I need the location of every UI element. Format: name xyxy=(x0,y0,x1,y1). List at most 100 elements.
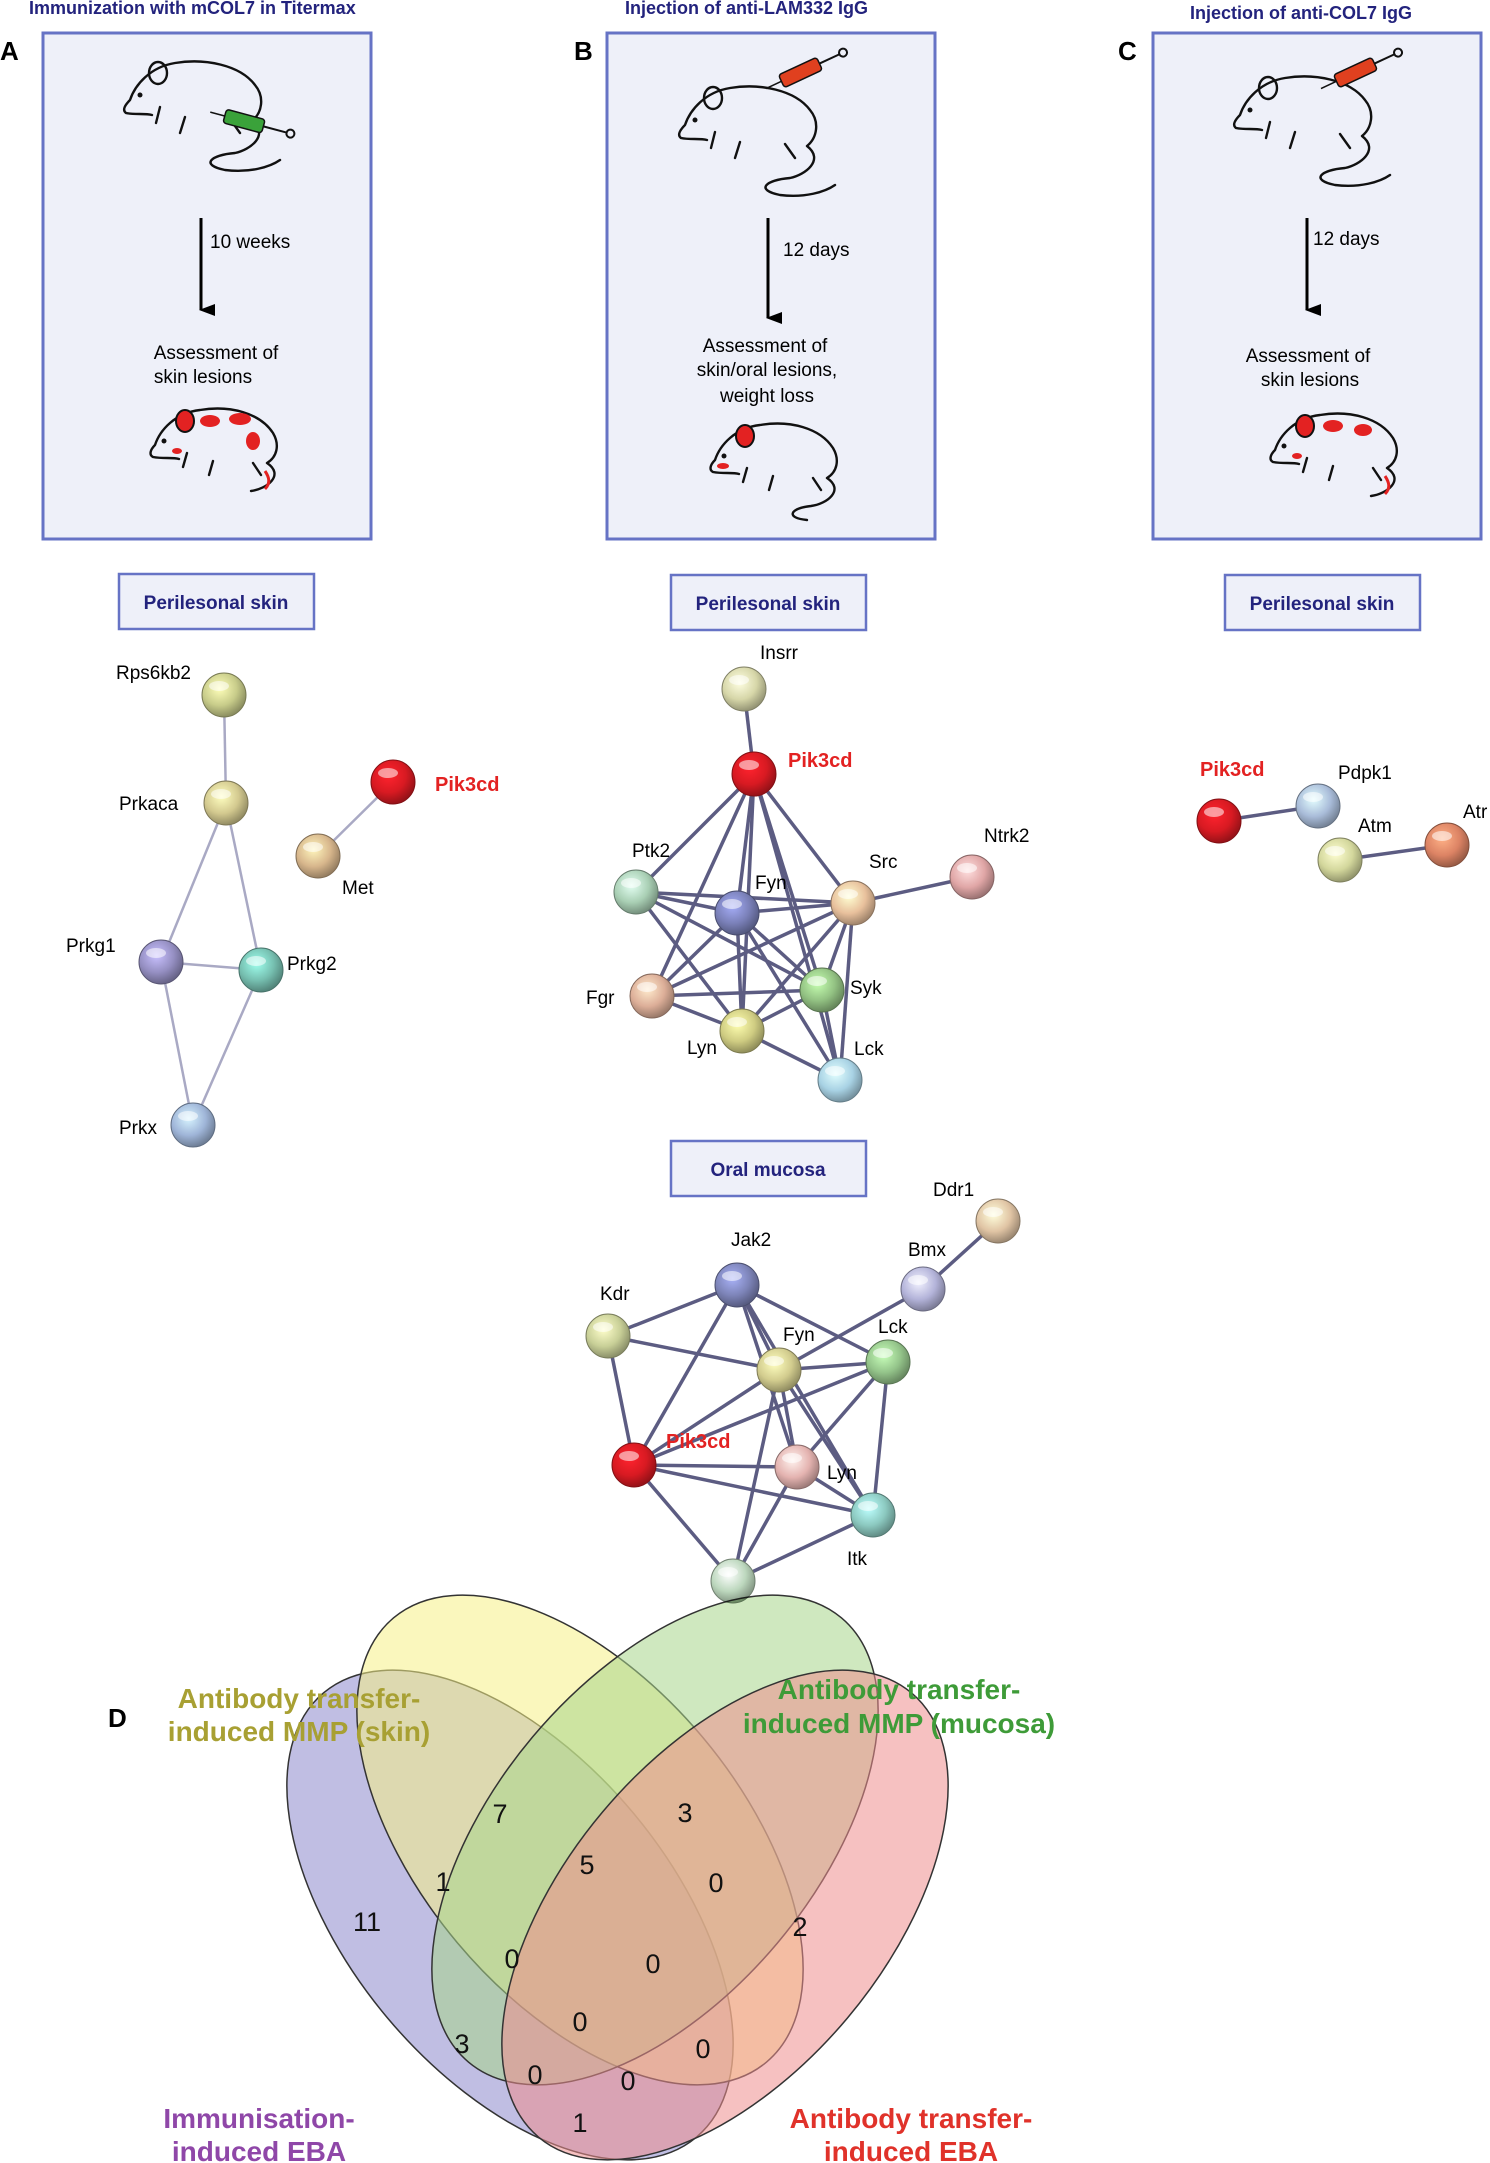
panel-b-letter: B xyxy=(574,36,593,66)
node-label-ddr1: Ddr1 xyxy=(933,1180,974,1201)
node-highlight xyxy=(1325,846,1345,856)
node-highlight xyxy=(739,760,759,770)
node-jak2 xyxy=(714,1262,760,1308)
venn-label-transfer-eba-line2: induced EBA xyxy=(824,2136,998,2163)
edge-Src-Fgr xyxy=(651,901,854,998)
venn-count-imm-skin-mucosa: 0 xyxy=(504,1944,519,1974)
node-prkx xyxy=(170,1102,216,1148)
node-highlight xyxy=(764,1356,784,1366)
node-label-kdr: Kdr xyxy=(600,1284,630,1305)
venn-label-mmp-skin-line2: induced MMP (skin) xyxy=(168,1716,430,1747)
mouse-lesions-icon xyxy=(709,422,839,522)
node-lck xyxy=(817,1057,863,1103)
edge-Prkg1-Prkx xyxy=(159,961,195,1126)
node-label-syk: Syk xyxy=(850,978,882,999)
venn-count-imm-transfer: 1 xyxy=(572,2108,587,2138)
panel-a-title: Immunization with mCOL7 in Titermax xyxy=(29,0,356,18)
panel-b-assessment-line3: weight loss xyxy=(719,386,814,407)
node-met xyxy=(295,833,341,879)
panel-b-assessment-line2: skin/oral lesions, xyxy=(697,360,837,381)
node-highlight xyxy=(729,675,749,685)
panel-b-title: Injection of anti-LAM332 IgG xyxy=(625,0,868,18)
node-ddr1 xyxy=(975,1198,1021,1244)
venn-count-imm-skin-transfer: 0 xyxy=(620,2066,635,2096)
mouse-syringe-icon xyxy=(1232,47,1404,187)
edge-Lck-Pik3cd xyxy=(633,1360,889,1467)
node-fyn xyxy=(756,1347,802,1393)
node-label-fyn: Fyn xyxy=(783,1325,815,1346)
node-highlight xyxy=(858,1501,878,1511)
venn-count-skin-transfer: 0 xyxy=(695,2034,710,2064)
panel-a-tissue-box xyxy=(117,572,316,631)
node-label-atr: Atr xyxy=(1463,802,1488,823)
node-highlight xyxy=(838,889,858,899)
node-pik3cd xyxy=(611,1442,657,1488)
edge-Fyn-Itk xyxy=(777,1369,875,1516)
venn-counts: 7 3 11 2 1 5 0 0 0 0 3 0 0 0 1 xyxy=(353,1798,808,2138)
mouse-lesions-icon xyxy=(1269,412,1399,498)
panel-a-assessment-line2: skin lesions xyxy=(154,367,252,388)
node-label-src: Src xyxy=(869,852,898,873)
venn-diagram xyxy=(286,1594,949,2161)
node-prkg1 xyxy=(138,939,184,985)
mouse-syringe-icon xyxy=(122,60,296,172)
node-label-jak2: Jak2 xyxy=(731,1230,771,1251)
panel-c-tissue-label: Perilesonal skin xyxy=(1250,594,1395,615)
edge-Jak2-Lck xyxy=(736,1283,889,1364)
panel-c-tissue-box xyxy=(1223,573,1422,632)
mouse-lesions-icon xyxy=(149,407,279,493)
node-label-pik3cd: Pik3cd xyxy=(1200,759,1264,781)
venn-label-immunisation-eba-line1: Immunisation- xyxy=(163,2103,354,2134)
panel-c-assessment-line1: Assessment of xyxy=(1246,346,1371,367)
venn-label-mmp-mucosa-line1: Antibody transfer- xyxy=(778,1674,1021,1705)
node-rps6kb2 xyxy=(201,672,247,718)
node-highlight xyxy=(619,1451,639,1461)
panel-c-assessment-line2: skin lesions xyxy=(1261,370,1359,391)
node-highlight xyxy=(957,863,977,873)
node-atr xyxy=(1424,822,1470,868)
node-highlight xyxy=(211,789,231,799)
edge-Prkaca-Prkg2 xyxy=(224,802,263,971)
edge-Jak2-Itk xyxy=(735,1284,875,1516)
edge-Fyn-Pik3cd xyxy=(633,1368,780,1467)
mouse-syringe-icon xyxy=(677,47,849,197)
node-highlight xyxy=(722,899,742,909)
node-bmx xyxy=(900,1266,946,1312)
panel-d-letter: D xyxy=(108,1703,127,1733)
edge-Src-Lyn xyxy=(740,901,855,1033)
node-insrr xyxy=(721,666,767,712)
edge-Pik3cd-Itk xyxy=(633,1463,874,1517)
venn-count-mucosa-only: 3 xyxy=(677,1798,692,1828)
edge-Pik3cd-Fgr xyxy=(650,773,756,997)
edge-Itk-n10 xyxy=(732,1513,874,1583)
edge-Pik3cd-Lyn xyxy=(633,1463,798,1469)
panel-c-protocol-box xyxy=(1151,31,1483,541)
edge-Jak2-Kdr xyxy=(607,1283,738,1338)
node-label-prkg1: Prkg1 xyxy=(66,936,116,957)
node-highlight xyxy=(246,956,266,966)
edge-Bmx-Fyn xyxy=(778,1287,924,1372)
node-highlight xyxy=(621,878,641,888)
node-fgr xyxy=(629,973,675,1019)
node-label-lck: Lck xyxy=(854,1039,884,1060)
node-highlight xyxy=(983,1207,1003,1217)
node-highlight xyxy=(593,1322,613,1332)
panel-b-protocol-box xyxy=(605,31,937,541)
panel-c-title: Injection of anti-COL7 IgG xyxy=(1190,3,1412,23)
node-label-lck: Lck xyxy=(878,1317,908,1338)
node-highlight xyxy=(378,768,398,778)
edge-Fgr-Syk xyxy=(651,988,823,998)
edge-Fyn-Lck xyxy=(735,912,842,1081)
edge-Pik3cd-n10 xyxy=(632,1463,735,1583)
panel-a-assessment-line1: Assessment of xyxy=(154,343,279,364)
panel-d: D Antibody transfer- induced MMP (skin) … xyxy=(108,1594,1055,2163)
node-label-pik3cd: Pik3cd xyxy=(788,750,852,772)
panel-b-tissue2-label: Oral mucosa xyxy=(710,1160,826,1181)
node-ntrk2 xyxy=(949,854,995,900)
edge-Kdr-Fyn xyxy=(607,1334,780,1372)
node-label-lyn: Lyn xyxy=(827,1463,857,1484)
node-src xyxy=(830,880,876,926)
